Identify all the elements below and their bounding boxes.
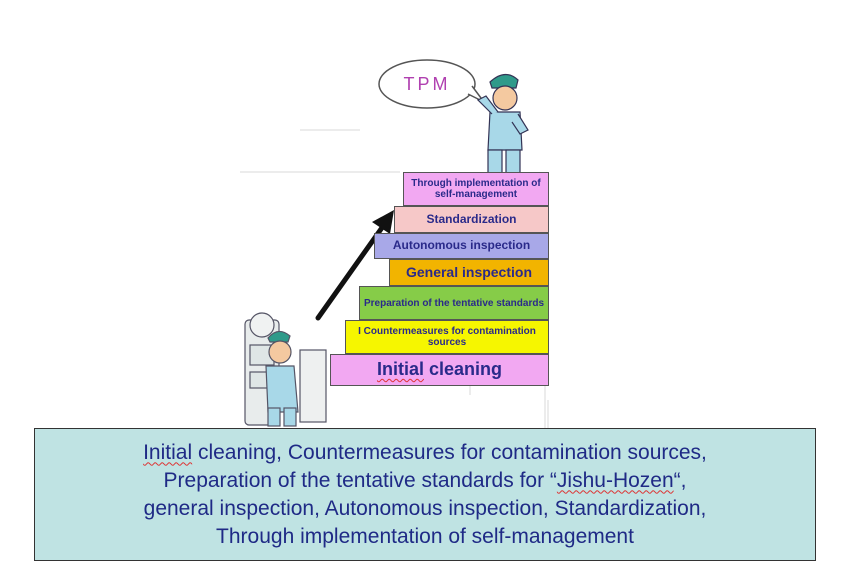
step-general-inspection: General inspection <box>389 259 549 286</box>
bubble-text: TPM <box>404 74 451 94</box>
speech-bubble: TPM <box>378 59 485 109</box>
step-label: Standardization <box>426 211 517 226</box>
summary-line-2-start: Preparation of the tentative standards f… <box>163 468 557 492</box>
step-label: Initial cleaning <box>376 359 503 380</box>
summary-line-4: Through implementation of self-managemen… <box>216 524 634 548</box>
step-label: Preparation of the tentative standards <box>363 297 545 309</box>
step-initial-cleaning: Initial cleaning <box>330 354 549 386</box>
step-contamination-countermeasures: I Countermeasures for contamination sour… <box>345 320 549 354</box>
step-tentative-standards: Preparation of the tentative standards <box>359 286 549 320</box>
summary-line-2: Preparation of the tentative standards f… <box>164 467 687 495</box>
step-label-cleaning: cleaning <box>423 359 503 380</box>
step-self-management: Through implementation of self-managemen… <box>403 172 549 206</box>
summary-box: Initial cleaning, Countermeasures for co… <box>34 428 816 561</box>
summary-initial: Initial <box>143 440 193 464</box>
summary-line-3: general inspection, Autonomous inspectio… <box>143 496 707 520</box>
step-autonomous-inspection: Autonomous inspection <box>374 233 549 259</box>
summary-jishu-hozen: Jishu-Hozen <box>556 468 674 492</box>
summary-line-1: Initial cleaning, Countermeasures for co… <box>143 439 707 467</box>
step-standardization: Standardization <box>394 206 549 233</box>
summary-line-2-end: “, <box>673 468 687 492</box>
machine-worker-figure <box>244 312 327 427</box>
summary-line-1-rest: cleaning, Countermeasures for contaminat… <box>192 440 707 464</box>
background-sketch <box>240 129 549 428</box>
step-label: Through implementation of self-managemen… <box>411 178 541 200</box>
step-label: Autonomous inspection <box>392 238 531 253</box>
step-label: I Countermeasures for contamination sour… <box>358 326 536 348</box>
step-label: General inspection <box>405 263 533 280</box>
step-label-initial: Initial <box>376 359 424 380</box>
thinking-person-figure <box>476 73 529 175</box>
